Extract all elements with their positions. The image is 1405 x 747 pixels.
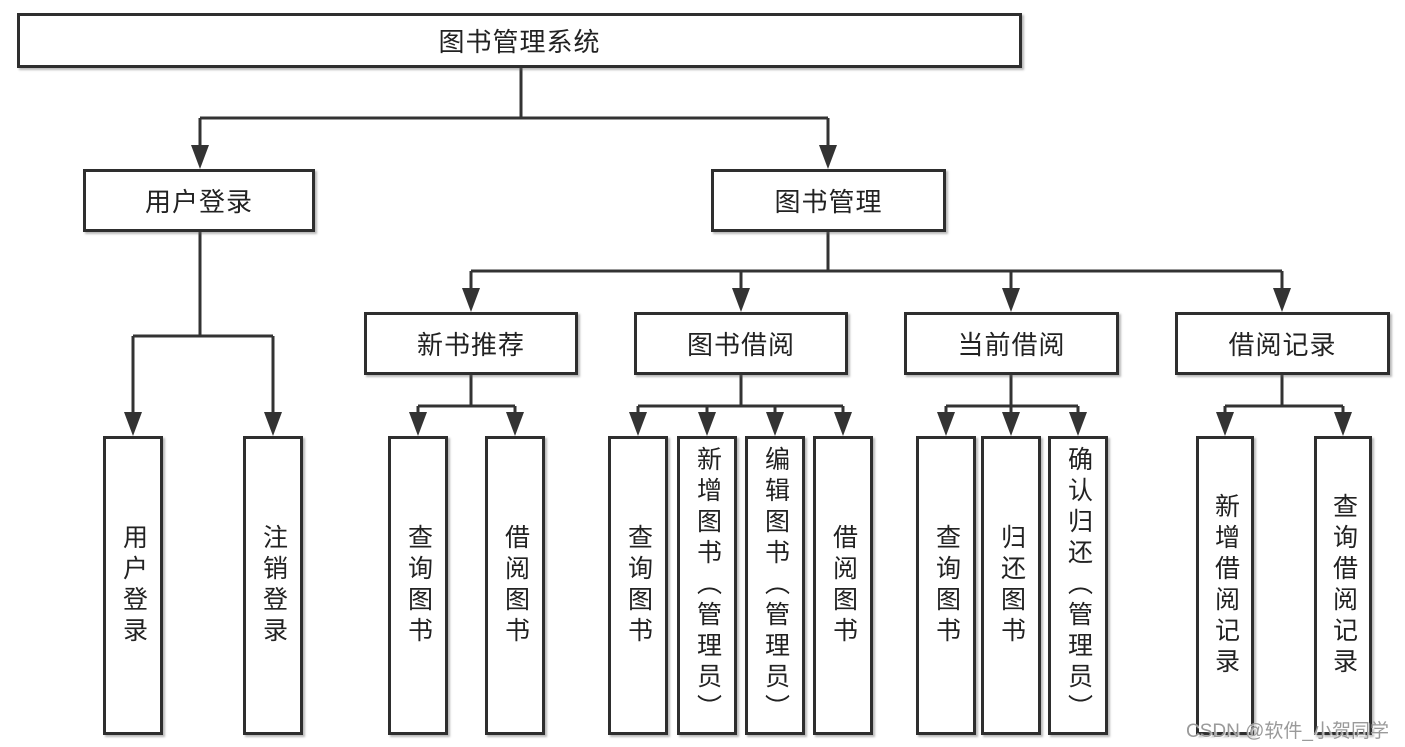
node-label: 当前借阅: [957, 330, 1066, 360]
node-book-management: 图书管理: [711, 169, 946, 232]
leaf-add-borrow-record: 新增借阅记录: [1196, 436, 1254, 735]
node-label: 查询图书: [932, 523, 961, 648]
node-user-login: 用户登录: [83, 169, 315, 232]
node-label: 查询图书: [624, 523, 653, 648]
node-label: 查询图书: [404, 523, 433, 648]
node-borrow-records: 借阅记录: [1175, 312, 1390, 375]
node-label: 图书借阅: [686, 330, 795, 360]
node-current-borrow: 当前借阅: [904, 312, 1119, 375]
leaf-add-books-admin: 新增图书（管理员）: [677, 436, 737, 735]
leaf-borrow-books-recommend: 借阅图书: [485, 436, 545, 735]
node-label: 编辑图书（管理员）: [761, 446, 790, 725]
node-book-borrow: 图书借阅: [634, 312, 848, 375]
node-label: 新书推荐: [416, 330, 525, 360]
leaf-query-books-recommend: 查询图书: [388, 436, 448, 735]
node-label: 新增借阅记录: [1211, 492, 1240, 679]
leaf-edit-books-admin: 编辑图书（管理员）: [745, 436, 805, 735]
node-label: 图书管理: [774, 187, 883, 217]
node-label: 借阅记录: [1228, 330, 1337, 360]
leaf-confirm-return-admin: 确认归还（管理员）: [1048, 436, 1108, 735]
node-label: 借阅图书: [501, 523, 530, 648]
leaf-borrow-books: 借阅图书: [813, 436, 873, 735]
node-label: 确认归还（管理员）: [1064, 446, 1093, 725]
csdn-watermark: CSDN @软件_小贺同学: [1186, 721, 1389, 742]
node-library-management-system: 图书管理系统: [17, 13, 1022, 68]
node-label: 新增图书（管理员）: [693, 446, 722, 725]
leaf-query-books-current: 查询图书: [916, 436, 976, 735]
leaf-logout: 注销登录: [243, 436, 303, 735]
leaf-query-borrow-record: 查询借阅记录: [1314, 436, 1372, 735]
node-label: 归还图书: [997, 523, 1026, 648]
node-label: 借阅图书: [829, 523, 858, 648]
node-new-book-recommend: 新书推荐: [364, 312, 578, 375]
leaf-user-login: 用户登录: [103, 436, 163, 735]
node-label: 图书管理系统: [438, 27, 601, 57]
leaf-query-books-borrow: 查询图书: [608, 436, 668, 735]
leaf-return-books: 归还图书: [981, 436, 1041, 735]
node-label: 注销登录: [259, 523, 288, 648]
node-label: 查询借阅记录: [1329, 492, 1358, 679]
node-label: 用户登录: [119, 523, 148, 648]
node-label: 用户登录: [144, 187, 253, 217]
